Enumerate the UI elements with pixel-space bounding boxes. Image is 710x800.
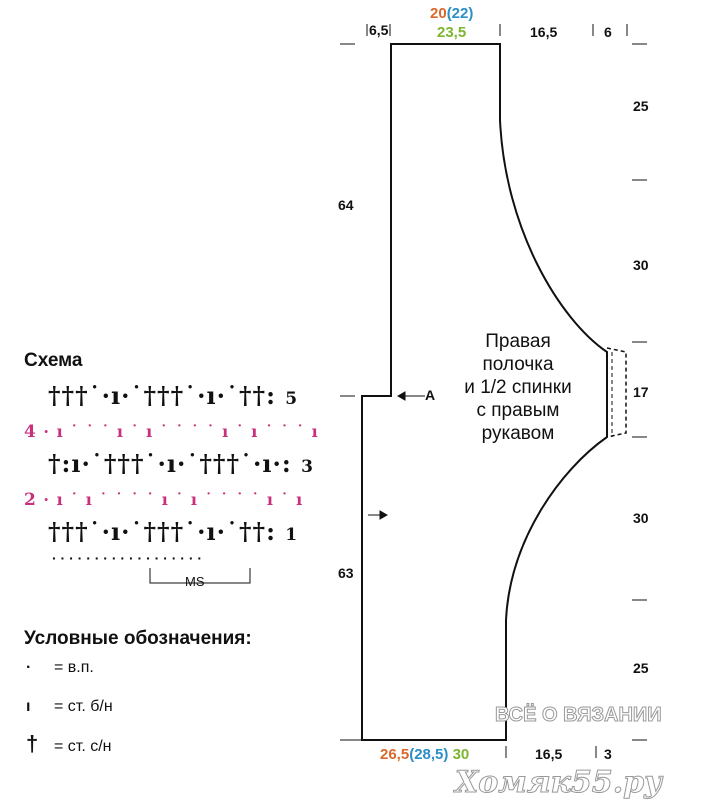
schema-row-1: †††˙·ı·˙†††˙·ı·˙††: 1 (48, 518, 298, 549)
dim-size1: 20 (430, 5, 447, 22)
row-number: 2 (24, 490, 37, 510)
dim-right-3: 17 (633, 384, 649, 400)
ms-bracket (149, 568, 251, 584)
piece-label-line: с правым (476, 400, 560, 421)
right-ticks (632, 43, 647, 741)
schema-row-5: †††˙·ı·˙†††˙·ı·˙††: 5 (48, 382, 298, 413)
dim-right-5: 25 (633, 660, 649, 676)
schema-row-4: 4 · ı ˙ ˙ ˙ ı ˙ ı ˙ ˙ ˙ ˙ ı ˙ ı ˙ ˙ ˙ ı (24, 422, 319, 442)
dim-top-mid: 16,5 (530, 24, 558, 40)
repeat-label: MS (185, 574, 205, 589)
legend-item-sc: ı = ст. б/н (26, 695, 113, 719)
row-pattern: †††˙·ı·˙†††˙·ı·˙††: (48, 381, 276, 410)
chain-symbol: · (26, 659, 32, 676)
schema-row-3: †:ı·˙†††˙·ı·˙†††˙·ı·: 3 (48, 450, 314, 481)
dim-right-2: 30 (633, 257, 649, 273)
dim-top-right: 6 (604, 24, 612, 40)
dc-symbol: † (26, 731, 39, 756)
legend-text: = ст. б/н (54, 698, 113, 715)
piece-label-line: и 1/2 спинки (464, 377, 572, 398)
row-number: 5 (285, 389, 299, 409)
watermark-line2: Хомяк55.ру (454, 765, 663, 800)
dim-bottom-width: 26,5(28,5) 30 (380, 746, 469, 763)
dim-top-width: 20(22) (430, 5, 473, 22)
dim-left-lower: 63 (338, 565, 354, 581)
legend-title: Условные обозначения: (24, 628, 252, 649)
row-pattern: · ı ˙ ı ˙ ˙ ˙ ˙ ı ˙ ı ˙ ˙ ˙ ˙ ı ˙ ı (43, 490, 304, 509)
dim-bottom-size2: (28,5) (409, 746, 449, 763)
piece-label-line: рукавом (481, 423, 555, 444)
row-number: 3 (301, 457, 314, 477)
top-ticks (366, 24, 628, 758)
legend-text: = ст. с/н (54, 738, 112, 755)
row-pattern: · ı ˙ ˙ ˙ ı ˙ ı ˙ ˙ ˙ ˙ ı ˙ ı ˙ ˙ ˙ ı (43, 422, 319, 441)
legend-text: = в.п. (54, 659, 94, 676)
dim-right-4: 30 (633, 510, 649, 526)
row-number: 1 (285, 525, 299, 545)
legend-item-chain: · = в.п. (26, 656, 94, 680)
arrow-right (368, 510, 389, 520)
row-number: 4 (24, 422, 37, 442)
dim-top-size3: 23,5 (437, 24, 467, 41)
dim-right-1: 25 (633, 98, 649, 114)
sleeve-cuff (606, 347, 627, 438)
schema-base-row: · · · · · · · · · · · · · · · · · · (52, 550, 203, 566)
schema-row-2: 2 · ı ˙ ı ˙ ˙ ˙ ˙ ı ˙ ı ˙ ˙ ˙ ˙ ı ˙ ı (24, 490, 303, 510)
piece-label-line: полочка (482, 354, 554, 375)
legend-item-dc: † = ст. с/н (26, 732, 112, 759)
dim-bottom-size1: 26,5 (380, 746, 410, 763)
dim-left-upper: 64 (338, 197, 354, 213)
marker-a: A (425, 387, 436, 403)
dim-top-left: 6,5 (369, 22, 389, 38)
sc-symbol: ı (26, 698, 31, 715)
arrow-a (396, 391, 425, 401)
schema-title: Схема (24, 350, 83, 371)
dim-bottom-size3: 30 (452, 746, 470, 763)
dim-bottom-mid: 16,5 (535, 746, 563, 762)
piece-label-line: Правая (485, 331, 551, 352)
watermark-line1: ВСЁ О ВЯЗАНИИ (495, 704, 663, 727)
row-pattern: †††˙·ı·˙†††˙·ı·˙††: (48, 517, 276, 546)
dim-bottom-right: 3 (604, 746, 612, 762)
row-pattern: †:ı·˙†††˙·ı·˙†††˙·ı·: (48, 449, 292, 478)
dim-size2: (22) (446, 5, 474, 22)
